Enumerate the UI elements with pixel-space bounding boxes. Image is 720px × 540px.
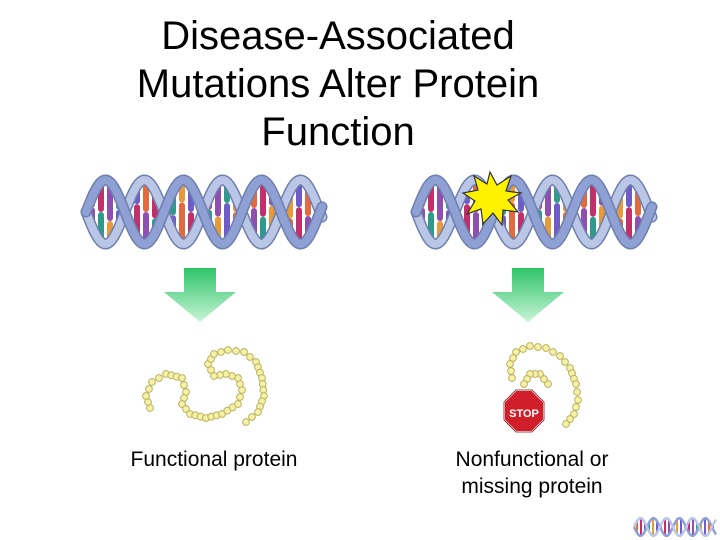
amino-acid-bead [542,344,550,352]
arrow-down-left-icon [164,268,236,322]
functional-protein-chain [142,346,268,426]
amino-acid-bead [519,345,527,353]
amino-acid-bead [572,403,580,411]
amino-acid-bead [234,400,242,408]
amino-acid-bead [210,350,218,358]
amino-acid-bead [572,380,580,388]
amino-acid-bead [232,347,240,355]
mutation-starburst-icon [461,170,523,227]
amino-acid-bead [248,413,256,421]
title-line-3: Function [261,110,415,154]
base-pair-rung [626,207,632,244]
logo-rung [668,519,670,535]
amino-acid-bead [210,372,218,380]
logo-rung [696,522,698,532]
amino-acid-bead [148,378,156,386]
logo-rung [652,518,654,536]
dna-helix-mutated [410,174,658,250]
stop-sign-icon: STOP [503,389,545,433]
amino-acid-bead [574,396,582,404]
logo-rung [676,519,678,535]
slide-title: Disease-Associated Mutations Alter Prote… [0,12,676,156]
logo-rung [644,522,646,532]
truncated-protein-chain [506,342,582,428]
amino-acid-bead [180,381,188,389]
corner-dna-logo-icon [632,516,718,538]
logo-rung [640,518,642,536]
logo-rung [648,522,650,532]
amino-acid-bead [155,374,163,382]
amino-acid-bead [526,342,534,350]
amino-acid-bead [254,408,262,416]
logo-rung [708,521,710,533]
amino-acid-bead [556,352,564,360]
amino-acid-bead [512,348,520,356]
amino-acid-bead [142,392,150,400]
base-pair-rung [590,180,596,217]
base-pair-rung [179,202,185,244]
amino-acid-bead [508,374,516,382]
amino-acid-bead [562,420,570,428]
amino-acid-bead [540,375,548,383]
amino-acid-bead [534,343,542,351]
caption-nonfunctional-line-1: Nonfunctional or [455,448,609,471]
caption-nonfunctional-protein: Nonfunctional or missing protein [418,446,646,500]
amino-acid-bead [182,405,190,413]
logo-rung [656,521,658,533]
amino-acid-bead [507,367,515,375]
amino-acid-bead [224,346,232,354]
logo-rung [664,518,666,536]
amino-acid-bead [236,393,244,401]
logo-rung [688,521,690,533]
caption-functional-text: Functional protein [130,448,298,471]
helix-strand [412,175,656,249]
stop-sign-text: STOP [509,408,539,420]
amino-acid-bead [145,385,153,393]
amino-acid-bead [240,348,248,356]
logo-rung [700,522,702,532]
amino-acid-bead [509,354,517,362]
logo-rung [636,521,638,533]
title-line-1: Disease-Associated [161,14,515,58]
amino-acid-bead [506,360,514,368]
amino-acid-bead [217,348,225,356]
amino-acid-bead [544,380,552,388]
amino-acid-bead [573,388,581,396]
amino-acid-bead [520,380,528,388]
logo-rung [704,518,706,536]
amino-acid-bead [570,410,578,418]
title-line-2: Mutations Alter Protein [136,62,540,106]
logo-rung [692,518,694,536]
helix-strand [82,175,326,249]
amino-acid-bead [223,406,232,415]
logo-strand [632,516,718,538]
amino-acid-bead [207,366,215,374]
base-pair-rung [509,202,515,244]
logo-rung [680,518,682,536]
amino-acid-bead [178,400,186,408]
caption-nonfunctional-line-2: missing protein [461,475,603,498]
amino-acid-bead [246,353,254,361]
base-pair-rung [296,207,302,244]
amino-acid-bead [178,374,186,382]
caption-functional-protein: Functional protein [88,446,340,473]
amino-acid-bead [566,415,574,423]
arrow-down-right-icon [492,268,564,322]
amino-acid-bead [242,418,250,426]
amino-acid-bead [561,358,569,366]
base-pair-rung [260,180,266,217]
amino-acid-bead [549,348,557,356]
dna-helix-normal [80,174,328,250]
